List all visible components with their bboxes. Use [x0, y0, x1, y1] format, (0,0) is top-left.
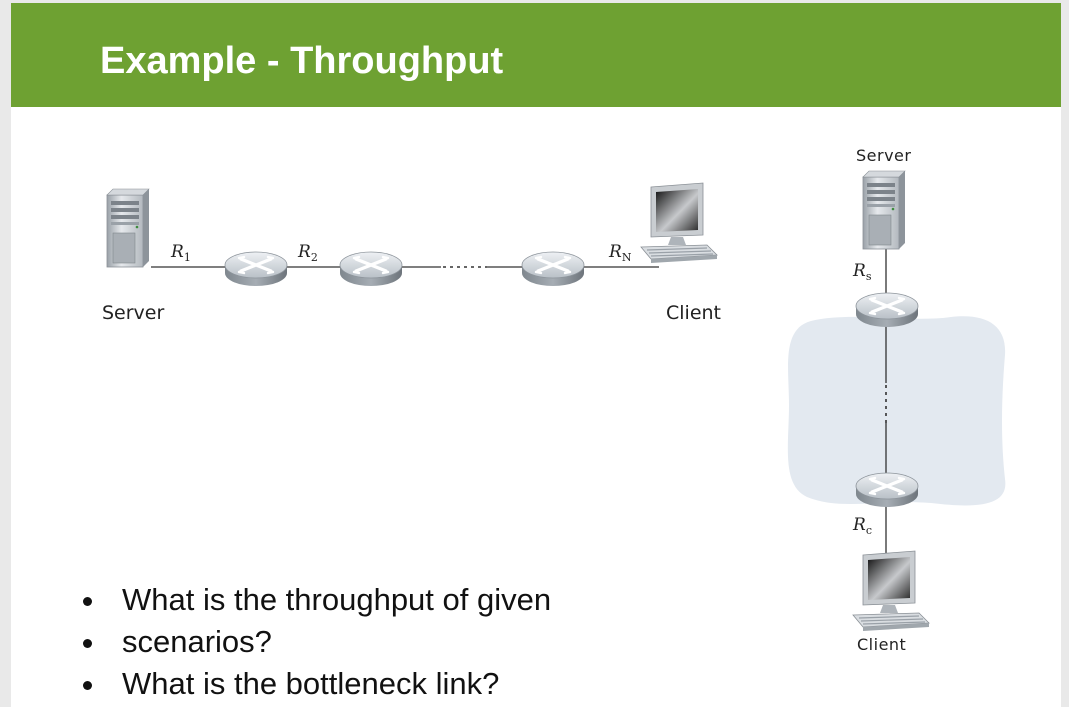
slide-title: Example - Throughput — [100, 40, 504, 82]
bullet-list: What is the throughput of given scenario… — [79, 579, 551, 705]
router-icon-1 — [223, 250, 289, 288]
link-label-rn: RN — [608, 242, 632, 264]
server-icon-left — [106, 188, 150, 268]
bullet-dot — [83, 597, 92, 606]
router-icon-top — [854, 291, 920, 329]
server-label-right: Server — [856, 146, 911, 165]
client-label-left: Client — [666, 302, 721, 324]
server-icon-right — [862, 170, 906, 250]
bullet-item: What is the bottleneck link? — [79, 663, 551, 705]
title-bar: Example - Throughput — [11, 3, 1061, 107]
network-cloud — [787, 316, 1006, 506]
router-icon-2 — [338, 250, 404, 288]
right-path-diagram: Server Rs Rc Client — [787, 146, 1006, 654]
link-label-rs: Rs — [852, 261, 872, 283]
slide: Example - Throughput — [11, 3, 1061, 707]
client-icon-left — [640, 182, 718, 264]
link-label-r1: R1 — [170, 242, 191, 264]
link-label-r2: R2 — [297, 242, 318, 264]
left-path-diagram: Server R1 R2 RN Client — [102, 182, 721, 324]
bullet-item: scenarios? — [79, 621, 551, 663]
router-icon-n — [520, 250, 586, 288]
bullet-text: What is the throughput of given — [122, 582, 552, 617]
client-icon-right — [852, 550, 930, 632]
bullet-text: What is the bottleneck link? — [122, 666, 500, 701]
bullet-dot — [83, 681, 92, 690]
server-label-left: Server — [102, 302, 164, 324]
bullet-dot — [83, 639, 92, 648]
client-label-right: Client — [857, 635, 906, 654]
bullet-item: What is the throughput of given — [79, 579, 551, 621]
router-icon-bottom — [854, 471, 920, 509]
link-label-rc: Rc — [852, 515, 872, 537]
bullet-text: scenarios? — [122, 624, 272, 659]
network-diagram: Server R1 R2 RN Client Server Rs — [102, 146, 1006, 654]
